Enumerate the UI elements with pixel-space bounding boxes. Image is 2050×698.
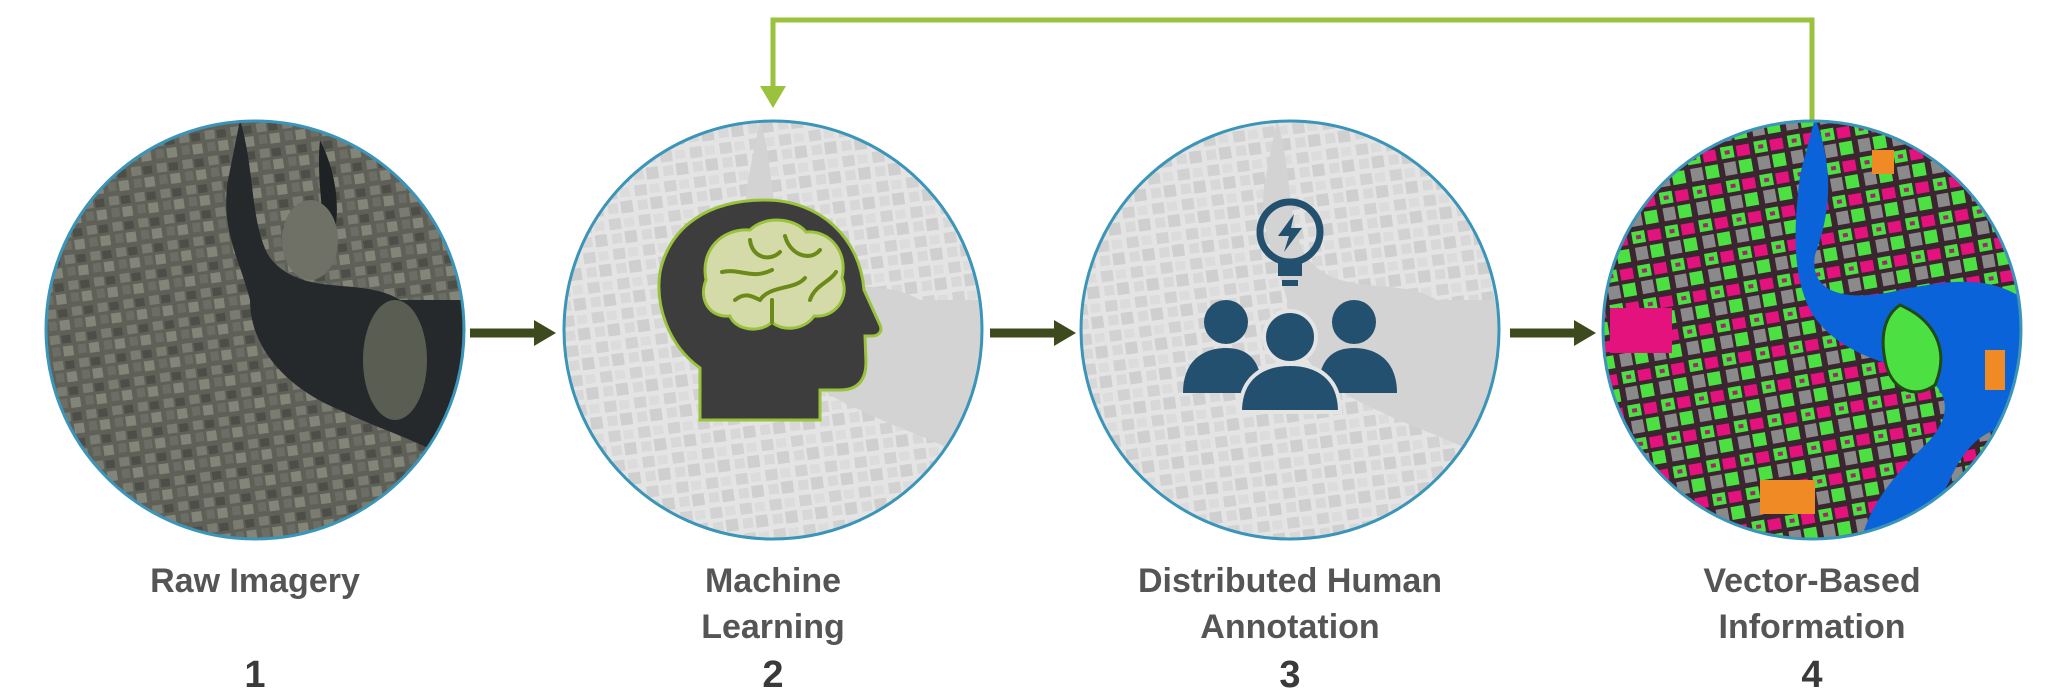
flow-arrow-1-2 [470,320,556,346]
people-idea-icon [1183,198,1397,414]
step-2-label: Machine Learning [563,558,983,650]
step-4-label-line1: Vector-Based [1703,562,1921,600]
step-3-label-line1: Distributed Human [1137,562,1443,600]
step-2-label-line1: Machine [704,562,842,600]
step-3-number: 3 [1279,654,1301,696]
annotation-circle [1079,119,1501,541]
flow-arrow-3-4 [1510,320,1596,346]
step-1-label-line1: Raw Imagery [150,562,360,600]
feedback-arrowhead [760,86,786,108]
step-3-label-line2: Annotation [1200,608,1380,646]
flow-arrow-2-3 [990,320,1076,346]
feedback-arrow [770,17,1815,123]
machine-learning-circle [562,119,984,541]
step-1-label: Raw Imagery [45,558,465,604]
step-2-number: 2 [762,654,784,696]
raw-imagery-circle [44,119,466,541]
step-4-label-line2: Information [1718,608,1906,646]
step-1-number: 1 [244,654,266,696]
brain-head-icon [657,198,883,422]
step-4-number: 4 [1801,654,1823,696]
step-3-label: Distributed Human Annotation [1080,558,1500,650]
vector-map-circle [1601,119,2023,541]
step-4-label: Vector-Based Information [1602,558,2022,650]
step-2-label-line2: Learning [701,608,845,646]
